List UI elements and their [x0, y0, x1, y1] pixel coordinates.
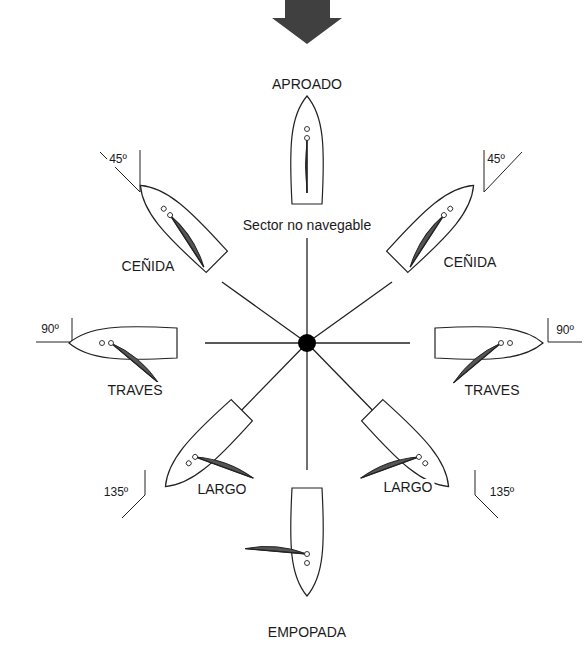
- sailboat: [332, 399, 460, 527]
- point-of-sail-label: TRAVES: [463, 382, 522, 398]
- fitting: [305, 127, 310, 132]
- boat-hull: [361, 399, 460, 498]
- angle-label: 45º: [107, 153, 129, 167]
- center-dot: [298, 334, 316, 352]
- sail: [245, 546, 307, 554]
- point-of-sail-label: EMPOPADA: [266, 624, 348, 640]
- point-of-sail-label: LARGO: [195, 481, 248, 497]
- sailboat: [69, 327, 177, 383]
- point-of-sail-label: LARGO: [381, 479, 434, 495]
- fitting: [185, 460, 192, 467]
- mast: [305, 552, 310, 557]
- mast: [440, 212, 447, 219]
- boom: [454, 343, 501, 383]
- mast: [305, 136, 310, 141]
- mast: [167, 212, 174, 219]
- fitting: [305, 561, 310, 566]
- boom: [245, 549, 307, 554]
- sail: [306, 138, 308, 193]
- sailboat: [154, 399, 282, 527]
- sailboat: [435, 327, 543, 383]
- angle-label: 45º: [485, 153, 507, 167]
- wind-arrow: [272, 0, 342, 44]
- point-of-sail-label: TRAVES: [106, 382, 165, 398]
- fitting: [508, 341, 513, 346]
- point-of-sail-label: CEÑIDA: [442, 254, 499, 270]
- fitting: [100, 341, 105, 346]
- angle-label: 135º: [488, 486, 516, 500]
- sail: [195, 438, 253, 496]
- sailboat: [291, 96, 324, 204]
- point-of-sail-label: Sector no navegable: [241, 217, 373, 233]
- point-of-sail-label: APROADO: [270, 76, 344, 92]
- boom: [306, 138, 307, 193]
- angle-marks: [36, 150, 582, 518]
- boom: [111, 343, 158, 383]
- point-of-sail-label: CEÑIDA: [120, 258, 177, 274]
- sail: [454, 343, 501, 383]
- mast: [192, 453, 199, 460]
- boat-hull: [69, 327, 177, 360]
- mast: [109, 341, 114, 346]
- boom: [195, 438, 253, 496]
- fitting: [160, 205, 167, 212]
- mast: [415, 453, 422, 460]
- sailboat: [245, 488, 323, 596]
- boat-hull: [435, 327, 543, 360]
- boat-hull: [154, 399, 253, 498]
- boat-hull: [291, 96, 324, 204]
- boats: [69, 96, 543, 596]
- angle-label: 90º: [554, 324, 576, 338]
- sail: [111, 343, 158, 383]
- fitting: [422, 460, 429, 467]
- angle-label: 90º: [39, 323, 61, 337]
- angle-label: 135º: [102, 486, 130, 500]
- mast: [499, 341, 504, 346]
- boat-hull: [291, 488, 324, 596]
- fitting: [447, 205, 454, 212]
